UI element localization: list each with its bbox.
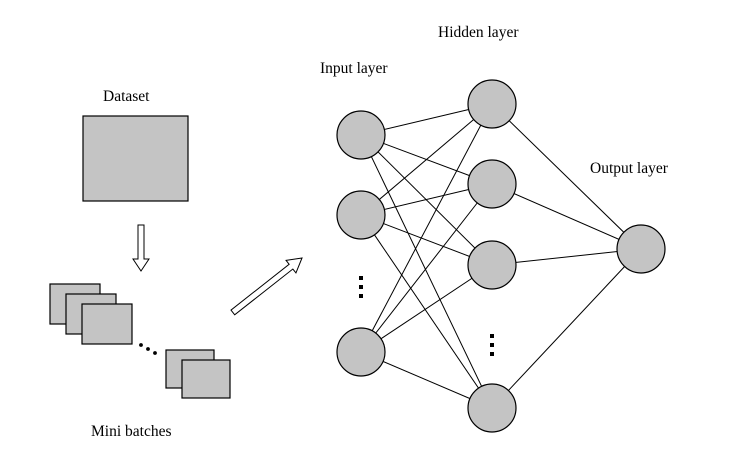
input-node — [336, 190, 386, 240]
hidden-output-edges — [491, 103, 642, 409]
mini-batch-box — [181, 359, 231, 399]
hidden-node — [467, 240, 517, 290]
hidden-node — [467, 383, 517, 433]
hidden-node — [467, 159, 517, 209]
down-arrow-icon — [132, 224, 150, 272]
hidden-layer-label: Hidden layer — [438, 24, 519, 41]
hidden-ellipsis — [490, 334, 494, 356]
dataset-label: Dataset — [103, 88, 150, 105]
batch-ellipsis — [139, 343, 157, 355]
input-node — [336, 327, 386, 377]
input-layer-label: Input layer — [320, 60, 388, 77]
mini-batch-stack-left — [49, 283, 133, 345]
output-layer-label: Output layer — [590, 160, 669, 177]
hidden-node — [467, 79, 517, 129]
mini-batch-stack-right — [165, 349, 231, 399]
mini-batch-box — [81, 303, 133, 345]
dataset-box — [82, 115, 189, 202]
mini-batches-label: Mini batches — [91, 423, 172, 440]
input-node — [336, 110, 386, 160]
output-node — [616, 224, 666, 274]
diagonal-arrow-icon — [230, 257, 303, 316]
input-ellipsis — [359, 276, 363, 298]
